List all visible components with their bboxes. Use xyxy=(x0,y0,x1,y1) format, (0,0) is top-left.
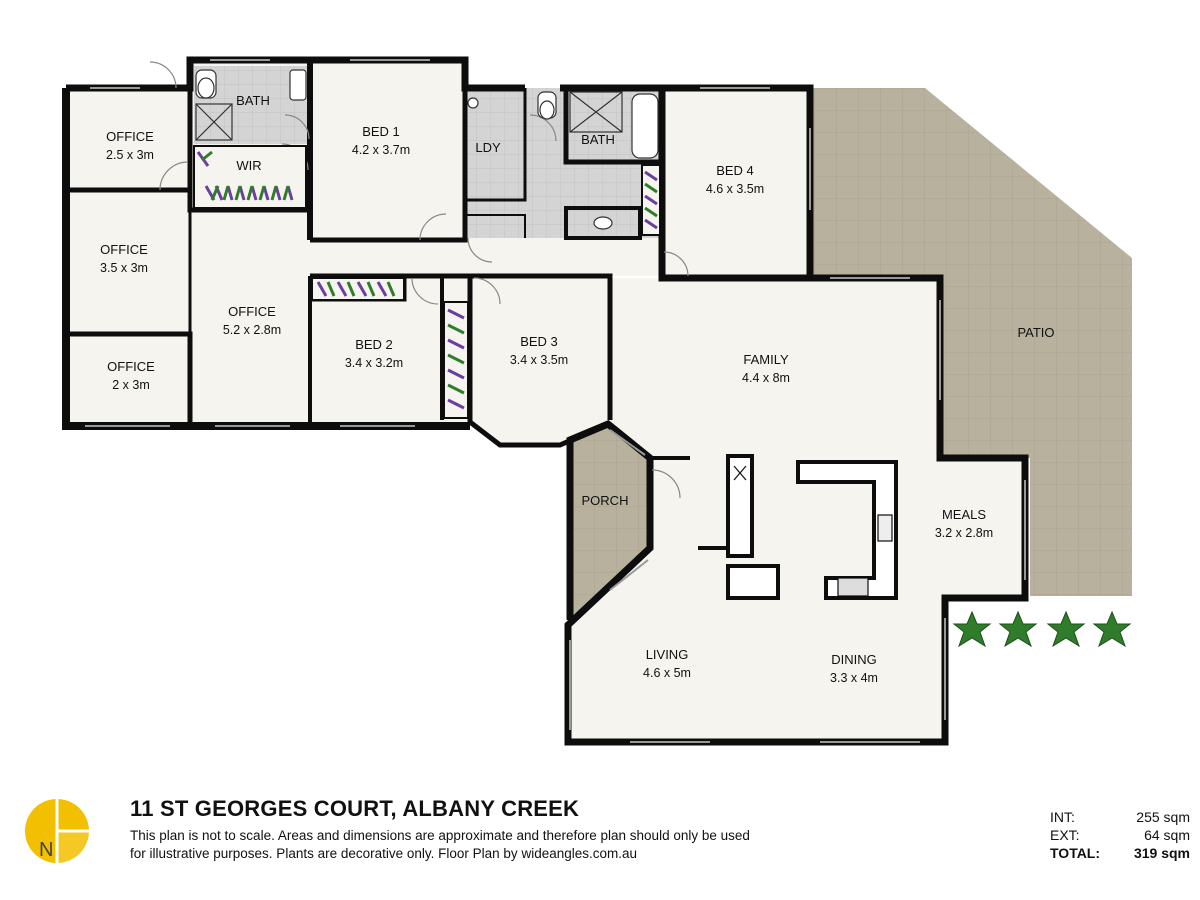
area-row-int: INT: 255 sqm xyxy=(1050,808,1190,826)
room-name: WIR xyxy=(236,158,261,173)
area-row-total: TOTAL: 319 sqm xyxy=(1050,844,1190,862)
room-name: BED 2 xyxy=(355,337,393,352)
property-address: 11 ST GEORGES COURT, ALBANY CREEK xyxy=(130,796,580,821)
area-value: 255 sqm xyxy=(1136,809,1190,825)
plan-disclaimer: This plan is not to scale. Areas and dim… xyxy=(130,827,750,863)
room-name: DINING xyxy=(831,652,877,667)
doors xyxy=(149,61,689,499)
room-name: OFFICE xyxy=(106,129,154,144)
room-dims: 3.2 x 2.8m xyxy=(935,526,993,540)
website-link[interactable]: wideangles.com.au xyxy=(521,846,638,861)
room-name: BATH xyxy=(236,93,270,108)
room-name: LIVING xyxy=(646,647,689,662)
room-name: PATIO xyxy=(1017,325,1054,340)
area-label: TOTAL: xyxy=(1050,845,1101,861)
area-value: 64 sqm xyxy=(1144,827,1190,843)
area-row-ext: EXT: 64 sqm xyxy=(1050,826,1190,844)
compass-letter: N xyxy=(39,839,53,861)
room-name: FAMILY xyxy=(743,352,789,367)
room-name: OFFICE xyxy=(100,242,148,257)
walls xyxy=(62,56,1029,746)
room-dims: 4.6 x 5m xyxy=(643,666,691,680)
room-dims: 3.4 x 3.5m xyxy=(510,353,568,367)
room-dims: 2.5 x 3m xyxy=(106,148,154,162)
room-dims: 4.2 x 3.7m xyxy=(352,143,410,157)
room-name: BED 3 xyxy=(520,334,558,349)
windows xyxy=(85,59,1026,743)
room-name: BED 1 xyxy=(362,124,400,139)
disclaimer-text: This plan is not to scale. Areas and dim… xyxy=(130,828,750,861)
area-label: EXT: xyxy=(1050,827,1080,843)
room-dims: 5.2 x 2.8m xyxy=(223,323,281,337)
fixtures xyxy=(195,69,659,230)
wardrobes xyxy=(193,145,661,419)
room-dims: 4.4 x 8m xyxy=(742,371,790,385)
area-value: 319 sqm xyxy=(1133,845,1190,861)
area-summary: INT: 255 sqm EXT: 64 sqm TOTAL: 319 sqm xyxy=(1050,808,1190,862)
floor-plan: OFFICE 2.5 x 3m BATH WIR BED 1 4.2 x 3.7… xyxy=(62,56,1132,746)
room-name: LDY xyxy=(475,140,501,155)
room-dims: 3.3 x 4m xyxy=(830,671,878,685)
room-name: OFFICE xyxy=(228,304,276,319)
room-name: OFFICE xyxy=(107,359,155,374)
room-name: BED 4 xyxy=(716,163,754,178)
room-name: BATH xyxy=(581,132,615,147)
kitchen xyxy=(652,454,898,600)
room-name: PORCH xyxy=(582,493,629,508)
area-label: INT: xyxy=(1050,809,1075,825)
room-labels: OFFICE 2.5 x 3m BATH WIR BED 1 4.2 x 3.7… xyxy=(100,93,1055,685)
north-compass-icon: N xyxy=(25,799,89,863)
room-dims: 3.4 x 3.2m xyxy=(345,356,403,370)
plants xyxy=(952,610,1132,648)
room-dims: 3.5 x 3m xyxy=(100,261,148,275)
room-name: MEALS xyxy=(942,507,986,522)
room-dims: 4.6 x 3.5m xyxy=(706,182,764,196)
floor-areas xyxy=(66,60,1132,742)
room-dims: 2 x 3m xyxy=(112,378,150,392)
